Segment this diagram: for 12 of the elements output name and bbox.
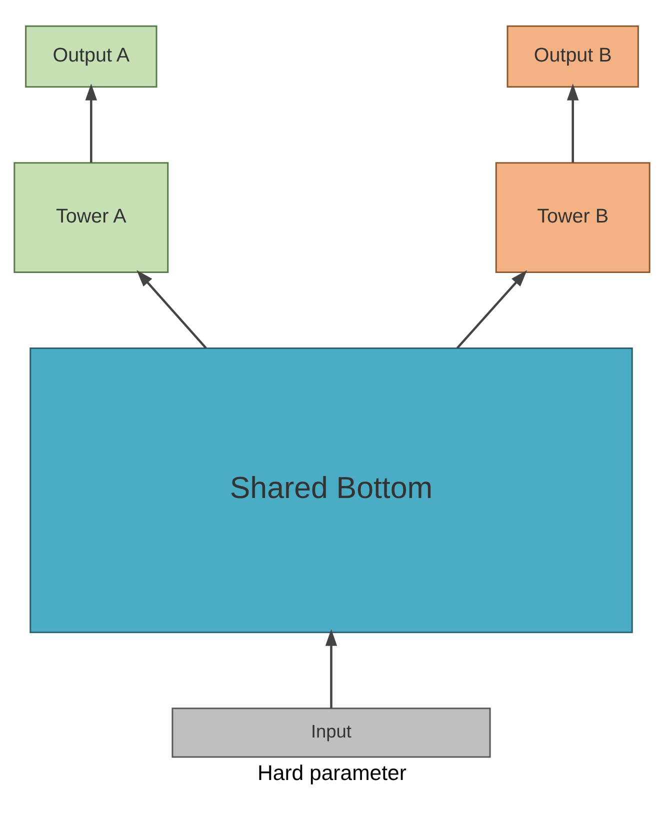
- caption: Hard parameter: [258, 761, 406, 786]
- node-box: Input: [172, 708, 491, 758]
- node-box: Output B: [506, 25, 639, 88]
- node-box: Tower A: [14, 162, 169, 273]
- arrow: [566, 84, 579, 163]
- arrow: [85, 84, 98, 163]
- arrow: [136, 270, 207, 349]
- node-box: Tower B: [495, 162, 650, 273]
- arrow: [325, 629, 338, 708]
- node-box: Shared Bottom: [30, 347, 633, 634]
- arrow: [456, 270, 528, 349]
- node-box: Output A: [25, 25, 158, 88]
